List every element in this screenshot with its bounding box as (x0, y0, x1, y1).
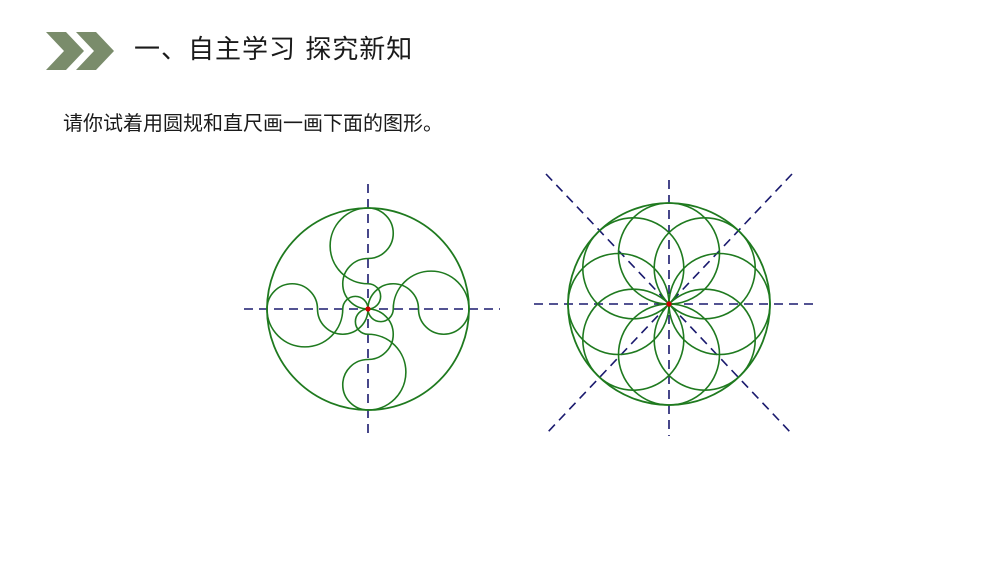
pinwheel-diagram (244, 184, 500, 436)
center-point (666, 301, 672, 307)
chevron-right-shape (76, 32, 114, 70)
page-title: 一、自主学习 探究新知 (134, 35, 414, 65)
pinwheel-blade (342, 308, 407, 411)
flower-figure (530, 170, 820, 440)
chevron-left-shape (46, 32, 84, 70)
petal-circle (653, 216, 757, 320)
double-chevron-icon (46, 32, 114, 70)
pinwheel-blade (329, 207, 394, 310)
pinwheel-blade (367, 270, 470, 335)
instruction-text: 请你试着用圆规和直尺画一画下面的图形。 (63, 111, 443, 135)
pinwheel-blade (266, 283, 369, 348)
pinwheel-figure (238, 180, 508, 440)
center-point (365, 306, 371, 312)
flower-diagram (534, 173, 816, 436)
